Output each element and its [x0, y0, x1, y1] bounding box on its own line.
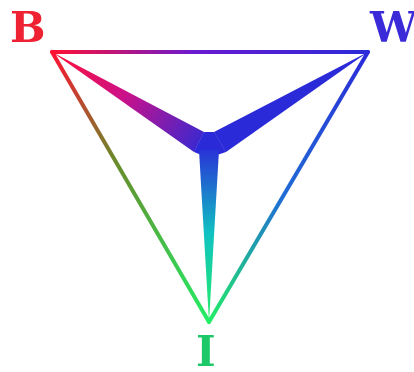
- edge-b-i: [52, 52, 209, 322]
- vertex-label-w: W: [369, 3, 414, 52]
- inner-arm-w: [214, 52, 368, 152]
- vertex-label-b: B: [10, 3, 46, 52]
- inner-arm-b: [52, 52, 204, 152]
- vertex-label-i: I: [196, 327, 216, 372]
- inner-stem-i: [199, 150, 219, 322]
- edge-w-i: [209, 52, 368, 322]
